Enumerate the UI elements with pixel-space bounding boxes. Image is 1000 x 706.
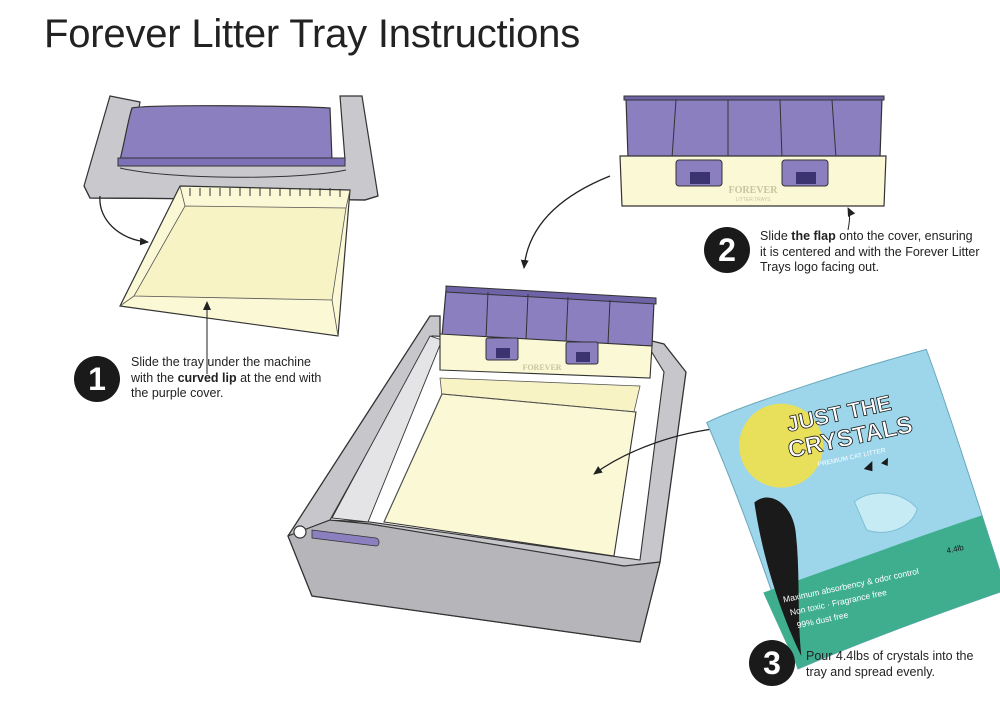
bag-weight: 4.4lb [946, 543, 965, 556]
step-1-text-post: at the end with the purple cover. [131, 370, 322, 401]
arrow-icon [847, 207, 856, 231]
cat-silhouette-icon [754, 497, 802, 657]
step-1-text: Slide the tray under the machine with th… [131, 355, 331, 402]
butterfly-icon [863, 457, 888, 472]
step-2-text: Slide the flap onto the cover, ensuring … [760, 229, 980, 276]
page-title: Forever Litter Tray Instructions [44, 12, 581, 56]
flap-logo-line2: LITTER TRAYS [736, 197, 771, 203]
step2-flap-illustration: FOREVER LITTER TRAYS [520, 95, 887, 269]
step-2-badge: 2 [704, 227, 750, 273]
litter-bag-illustration: JUST THE CRYSTALS PREMIUM CAT LITTER Max… [706, 348, 1000, 670]
step-1-text-pre: Slide the tray under the machine with th… [131, 355, 311, 385]
step-3-badge: 3 [749, 640, 795, 686]
arrow-icon [520, 175, 611, 269]
assembled-machine-illustration: FOREVER [287, 285, 723, 643]
step-1-badge: 1 [74, 356, 120, 402]
step-2-text-bold: the flap [791, 229, 836, 243]
step-1-text-bold: curved lip [177, 370, 237, 385]
arrow-icon [593, 427, 723, 475]
step1-machine-illustration [83, 95, 379, 374]
arrow-icon [99, 195, 149, 246]
step-3-text-pre: Pour 4.4lbs of crystals into the tray an… [806, 649, 974, 679]
step-2-text-post: onto the cover, ensuring it is centered … [760, 229, 980, 274]
power-button-icon [293, 525, 307, 539]
step-3-text: Pour 4.4lbs of crystals into the tray an… [806, 649, 986, 680]
flap-logo-line1: FOREVER [729, 185, 779, 196]
machine-logo-line1: FOREVER [522, 363, 561, 372]
step-2-text-pre: Slide [760, 229, 792, 243]
